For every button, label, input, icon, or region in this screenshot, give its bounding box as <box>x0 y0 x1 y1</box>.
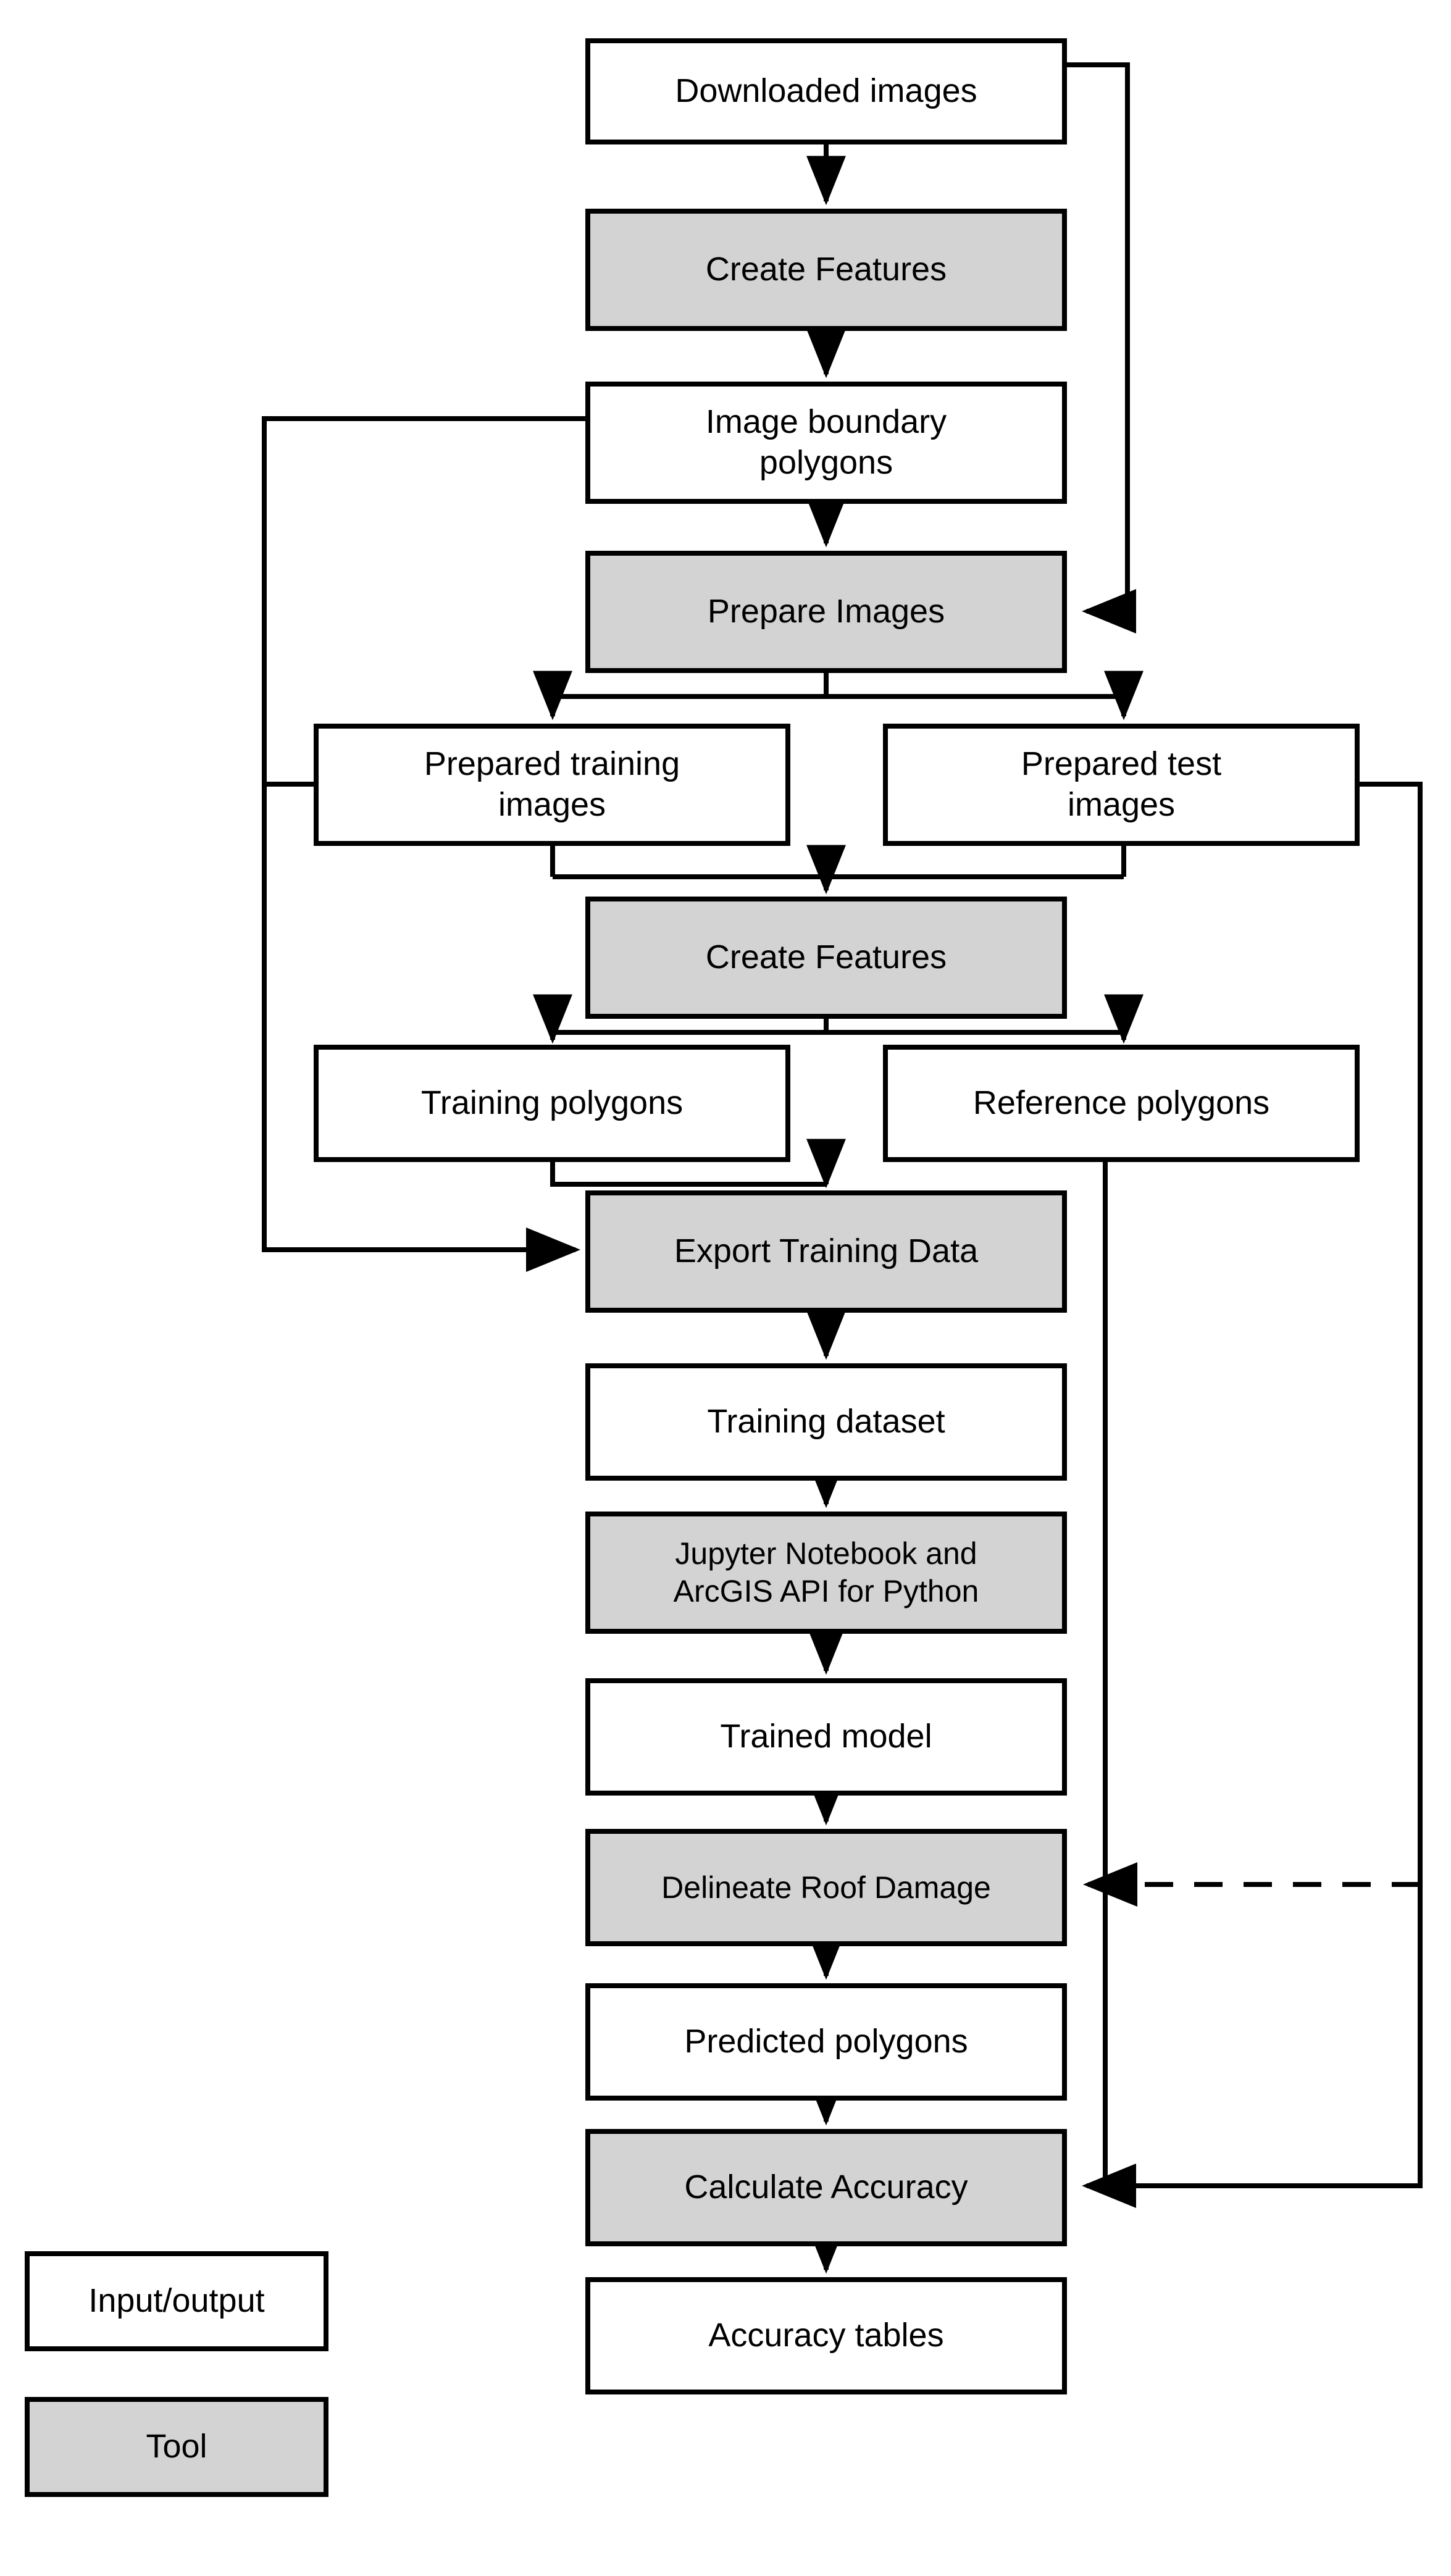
legend-input-output-swatch: Input/output <box>25 2251 328 2351</box>
node-label: Export Training Data <box>674 1232 979 1270</box>
node-label: Prepare Images <box>707 593 945 630</box>
edge-preparedtest-to-accuracy <box>1105 782 1423 2188</box>
node-prepared-test-images[interactable]: Prepared test images <box>883 724 1360 846</box>
node-label: Training polygons <box>420 1084 684 1122</box>
node-label: Image boundary polygons <box>705 403 947 481</box>
node-prepare-images[interactable]: Prepare Images <box>585 551 1067 673</box>
legend-tool-swatch: Tool <box>25 2397 328 2497</box>
node-label: Accuracy tables <box>708 2317 944 2354</box>
node-label: Downloaded images <box>675 72 977 110</box>
node-export-training-data[interactable]: Export Training Data <box>585 1190 1067 1313</box>
node-create-features-1[interactable]: Create Features <box>585 209 1067 331</box>
node-delineate-roof-damage[interactable]: Delineate Roof Damage <box>585 1829 1067 1946</box>
node-label: Prepared test images <box>1021 745 1222 823</box>
edge-downloaded-to-prepareimages <box>1067 62 1136 634</box>
legend-label-tool: Tool <box>146 2428 207 2465</box>
node-downloaded-images[interactable]: Downloaded images <box>585 38 1067 144</box>
node-calculate-accuracy[interactable]: Calculate Accuracy <box>585 2129 1067 2246</box>
node-label: Training dataset <box>707 1403 945 1441</box>
node-label: Create Features <box>705 939 947 976</box>
node-label: Calculate Accuracy <box>684 2168 968 2206</box>
edge-trainingpolygons-to-export <box>550 1162 826 1187</box>
node-image-boundary-polygons[interactable]: Image boundary polygons <box>585 382 1067 504</box>
node-training-dataset[interactable]: Training dataset <box>585 1363 1067 1481</box>
node-label: Predicted polygons <box>684 2023 968 2060</box>
edge-referencepolygons-to-accuracy <box>1082 1162 1136 2208</box>
node-label: Prepared training images <box>424 745 680 823</box>
legend-label-input-output: Input/output <box>88 2282 265 2320</box>
node-label: Jupyter Notebook and ArcGIS API for Pyth… <box>673 1536 979 1608</box>
node-predicted-polygons[interactable]: Predicted polygons <box>585 1983 1067 2101</box>
node-label: Create Features <box>705 251 947 288</box>
node-trained-model[interactable]: Trained model <box>585 1678 1067 1796</box>
node-label: Reference polygons <box>972 1084 1270 1122</box>
node-label: Delineate Roof Damage <box>661 1870 991 1905</box>
node-jupyter-arcgis-api[interactable]: Jupyter Notebook and ArcGIS API for Pyth… <box>585 1512 1067 1634</box>
node-prepared-training-images[interactable]: Prepared training images <box>314 724 790 846</box>
node-label: Trained model <box>720 1718 932 1755</box>
node-create-features-2[interactable]: Create Features <box>585 897 1067 1019</box>
node-training-polygons[interactable]: Training polygons <box>314 1045 790 1162</box>
node-reference-polygons[interactable]: Reference polygons <box>883 1045 1360 1162</box>
node-accuracy-tables[interactable]: Accuracy tables <box>585 2277 1067 2394</box>
